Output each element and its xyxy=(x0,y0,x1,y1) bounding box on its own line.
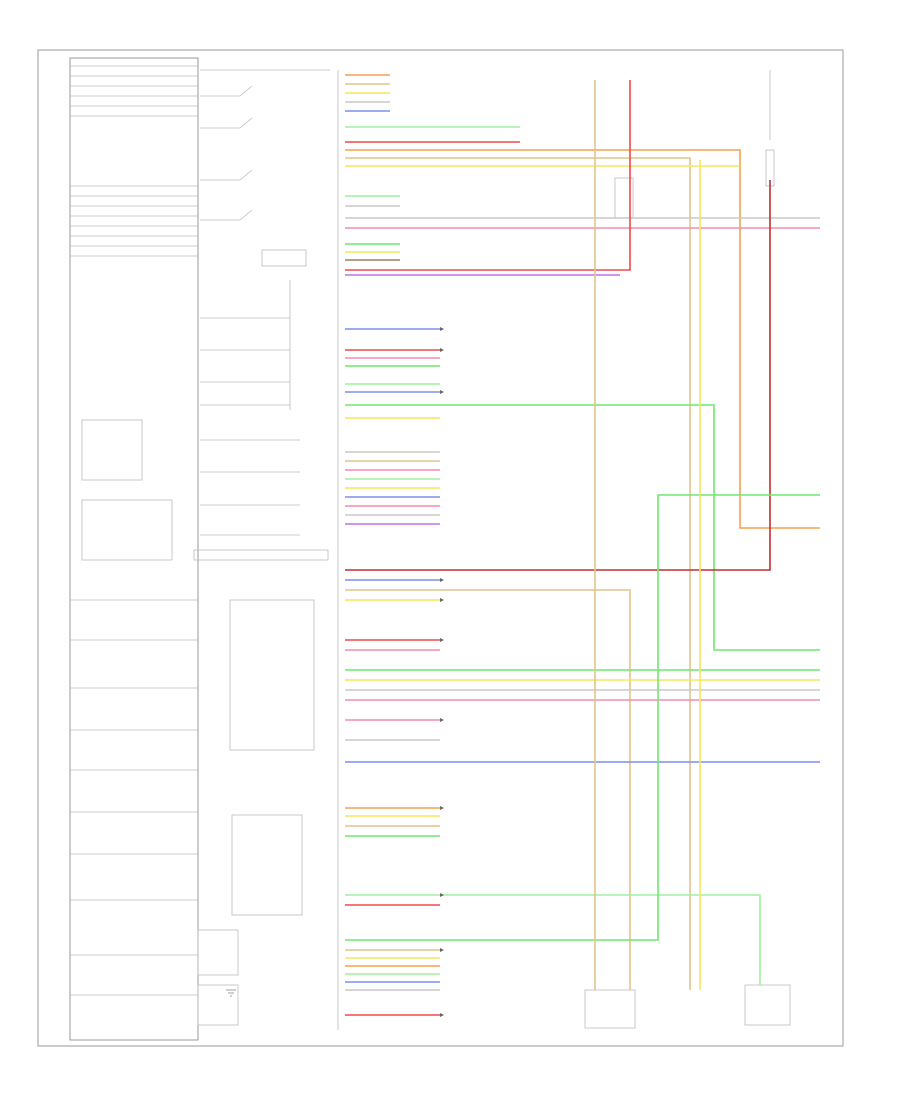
fuel-sender xyxy=(584,989,636,1029)
switch-icon xyxy=(239,85,253,97)
connector-arrow-icon xyxy=(440,327,444,1017)
instrument-cluster-block xyxy=(69,57,199,1041)
sensor-unit xyxy=(744,984,791,1026)
diagram-frame xyxy=(37,49,844,1047)
gauge-switch-column xyxy=(193,69,330,1026)
right-components xyxy=(584,70,791,1029)
ground-icon xyxy=(226,989,236,997)
wires xyxy=(345,74,820,1016)
